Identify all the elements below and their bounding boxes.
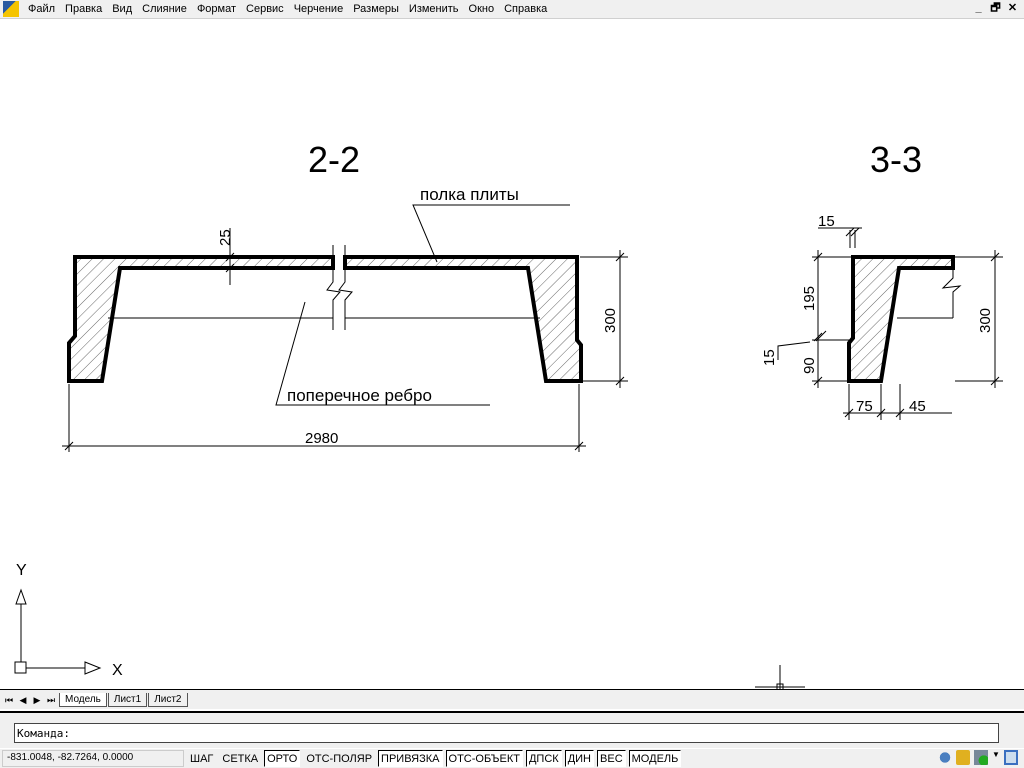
next-tab-button[interactable]: ▶: [33, 694, 41, 705]
first-tab-button[interactable]: ⏮: [4, 694, 14, 705]
tab-sheet1[interactable]: Лист1: [107, 692, 148, 707]
command-window: Команда:: [0, 711, 1024, 748]
toggle-otrack[interactable]: ОТС-ОБЪЕКТ: [445, 750, 523, 767]
dim-2980-text: 2980: [305, 430, 338, 447]
restore-button[interactable]: 🗗: [988, 1, 1003, 16]
toggle-ducs[interactable]: ДПСК: [525, 750, 562, 767]
toggle-osnap[interactable]: ПРИВЯЗКА: [378, 750, 443, 767]
app-icon[interactable]: [3, 1, 19, 17]
close-button[interactable]: ✕: [1005, 1, 1020, 16]
ucs-icon: Y X: [14, 562, 123, 679]
ucs-y-label: Y: [16, 562, 27, 579]
menu-merge[interactable]: Слияние: [142, 3, 187, 15]
dims-3-3: [777, 227, 1003, 420]
section-2-2-outline: [67, 255, 335, 383]
dim-15-top: 15: [818, 213, 835, 230]
dimension-2980: [62, 384, 586, 452]
menu-edit[interactable]: Правка: [65, 3, 103, 15]
communication-icon[interactable]: [938, 750, 952, 765]
menu-dimension[interactable]: Размеры: [353, 3, 399, 15]
tab-sheet2[interactable]: Лист2: [148, 692, 188, 707]
dim-300-text: 300: [602, 308, 619, 333]
dim-15-step: 15: [761, 349, 778, 366]
menu-draw[interactable]: Черчение: [293, 3, 344, 15]
section-2-2-title: 2-2: [308, 139, 360, 180]
break-lines: [108, 245, 540, 330]
lock-icon[interactable]: [956, 750, 970, 765]
prev-tab-button[interactable]: ◀: [19, 694, 27, 705]
toggle-model[interactable]: МОДЕЛЬ: [628, 750, 682, 767]
dimension-25: [225, 228, 235, 285]
section-3-3-title: 3-3: [870, 139, 922, 180]
security-check-icon[interactable]: [974, 750, 988, 765]
section-2-2-outline-right: [343, 255, 583, 383]
dim-300-3-3: 300: [977, 308, 994, 333]
menu-view[interactable]: Вид: [112, 3, 133, 15]
leader-rib: [275, 301, 490, 406]
status-bar: -831.0048, -82.7264, 0.0000 ШАГ СЕТКА ОР…: [0, 749, 1024, 768]
minimize-button[interactable]: _: [971, 1, 986, 16]
layout-tabs: ⏮ ◀ ▶ ⏭ Модель Лист1 Лист2: [0, 689, 1024, 709]
break-3-3: [897, 270, 962, 319]
label-rib: поперечное ребро: [287, 386, 432, 405]
menu-modify[interactable]: Изменить: [408, 3, 459, 15]
section-3-3: 3-3 15 195 15 90 300 75 45: [761, 139, 1003, 420]
toggle-snap[interactable]: ШАГ: [190, 753, 214, 765]
menu-file[interactable]: Файл: [28, 3, 56, 15]
toggle-lineweight[interactable]: ВЕС: [597, 750, 626, 767]
dim-90: 90: [801, 357, 818, 374]
menu-tools[interactable]: Сервис: [246, 3, 284, 15]
command-input[interactable]: Команда:: [14, 723, 999, 743]
dim-195: 195: [801, 286, 818, 311]
ucs-x-label: X: [112, 662, 123, 679]
section-3-3-outline: [847, 255, 955, 383]
section-2-2: 2-2 25 300 2980 полка плиты поперечное р…: [62, 139, 628, 452]
last-tab-button[interactable]: ⏭: [46, 694, 56, 705]
label-flange: полка плиты: [420, 185, 519, 204]
toggle-ortho[interactable]: ОРТО: [264, 750, 301, 767]
coordinates-readout[interactable]: -831.0048, -82.7264, 0.0000: [2, 750, 184, 767]
menu-bar: Файл Правка Вид Слияние Формат Сервис Че…: [0, 0, 1024, 19]
dim-75: 75: [856, 398, 873, 415]
clean-screen-icon[interactable]: [1004, 750, 1018, 765]
drawing-canvas[interactable]: 2-2 25 300 2980 полка плиты поперечное р…: [0, 20, 1024, 689]
crosshair-cursor: [755, 665, 805, 689]
tab-model[interactable]: Модель: [59, 692, 107, 707]
leader-flange: [412, 204, 570, 263]
dimension-300: [580, 250, 628, 388]
menu-help[interactable]: Справка: [504, 3, 548, 15]
dim-45: 45: [909, 398, 926, 415]
menu-window[interactable]: Окно: [468, 3, 495, 15]
menu-format[interactable]: Формат: [196, 3, 237, 15]
dim-25-text: 25: [217, 229, 234, 246]
dropdown-arrow-icon[interactable]: ▼: [992, 750, 1000, 759]
toggle-grid[interactable]: СЕТКА: [222, 753, 259, 765]
toggle-polar[interactable]: ОТС-ПОЛЯР: [306, 753, 373, 765]
toggle-dyn[interactable]: ДИН: [564, 750, 595, 767]
